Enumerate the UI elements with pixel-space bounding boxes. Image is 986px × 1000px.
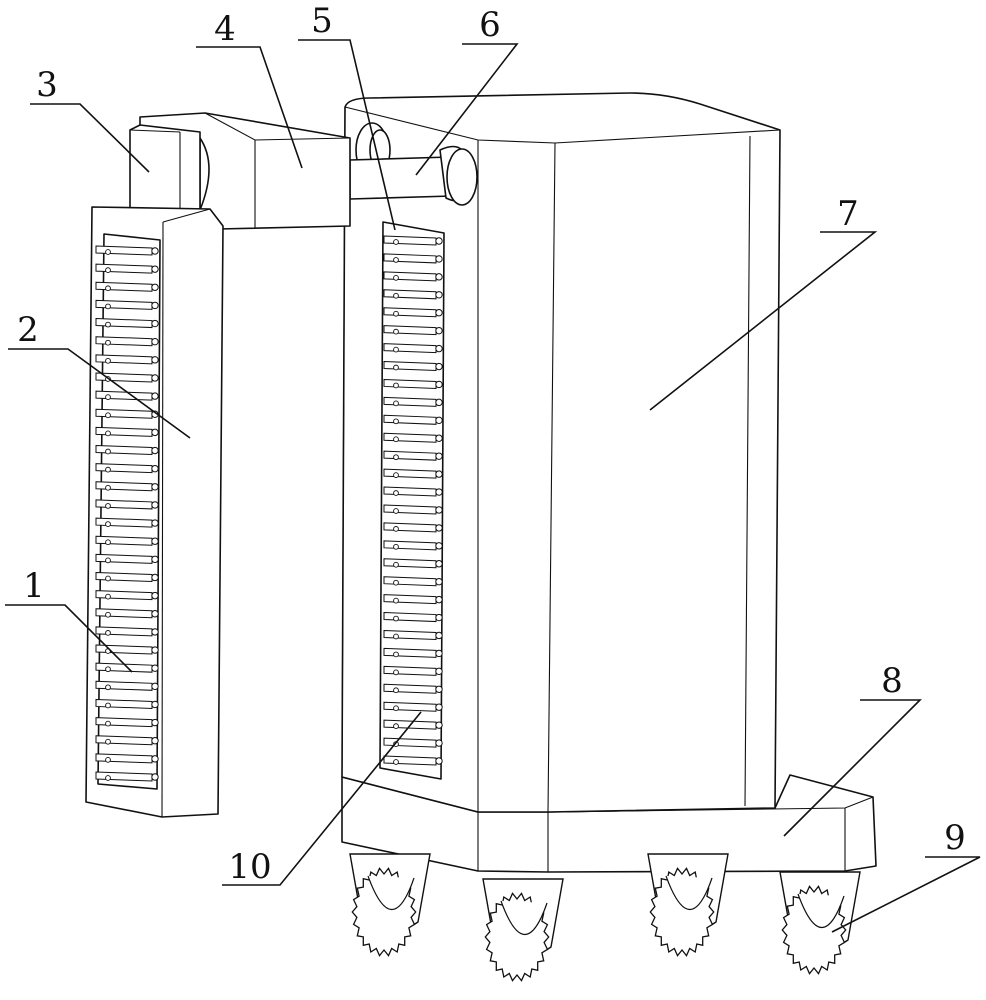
caster-wheel bbox=[350, 854, 430, 956]
callout-6: 6 bbox=[479, 5, 501, 45]
callout-3: 3 bbox=[36, 65, 58, 105]
callout-8: 8 bbox=[881, 661, 903, 701]
vent-slot bbox=[380, 222, 444, 779]
caster-wheels bbox=[350, 854, 860, 981]
callout-2: 2 bbox=[17, 310, 39, 350]
caster-wheel bbox=[648, 854, 728, 956]
coupling-block bbox=[130, 125, 200, 215]
callout-7: 7 bbox=[837, 194, 859, 234]
caster-wheel bbox=[483, 879, 563, 981]
callout-4: 4 bbox=[214, 9, 236, 49]
callout-5: 5 bbox=[311, 1, 333, 41]
callout-10: 10 bbox=[228, 847, 271, 887]
callout-9: 9 bbox=[944, 818, 966, 858]
caster-wheel bbox=[780, 872, 860, 974]
callout-1: 1 bbox=[23, 566, 45, 606]
